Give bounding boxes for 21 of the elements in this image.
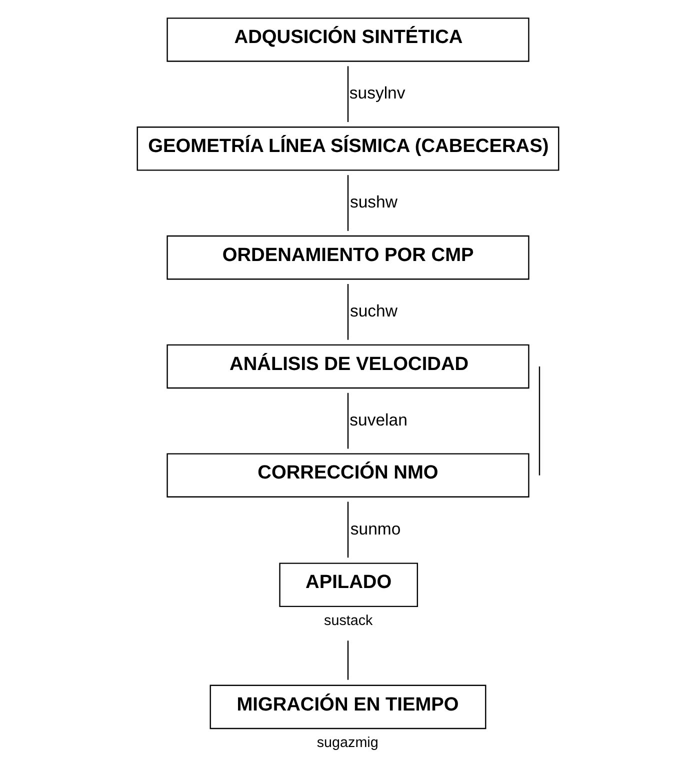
edge-label: sunmo (350, 519, 400, 538)
node-box: GEOMETRÍA LÍNEA SÍSMICA (CABECERAS) (136, 126, 559, 171)
connector (538, 366, 540, 476)
node-box: ORDENAMIENTO POR CMP (166, 235, 529, 280)
edge-label: suchw (349, 301, 397, 320)
connector (346, 392, 348, 449)
node-box: ANÁLISIS DE VELOCIDAD (166, 344, 529, 389)
connector (346, 66, 348, 122)
connector (346, 284, 348, 340)
connector (346, 640, 348, 680)
connector (346, 502, 348, 558)
node-label: sustack (324, 613, 372, 630)
node-box: APILADO (278, 562, 418, 608)
edge-label: suvelan (349, 410, 407, 430)
connector (346, 175, 348, 231)
node-box: MIGRACIÓN EN TIEMPO (209, 684, 486, 730)
node-box: CORRECCIÓN NMO (166, 453, 529, 498)
node-label: sugazmig (316, 735, 378, 752)
edge-label: sushw (349, 192, 397, 212)
edge-label: susylnv (348, 84, 405, 103)
node-box: ADQUSICIÓN SINTÉTICA (166, 18, 529, 62)
